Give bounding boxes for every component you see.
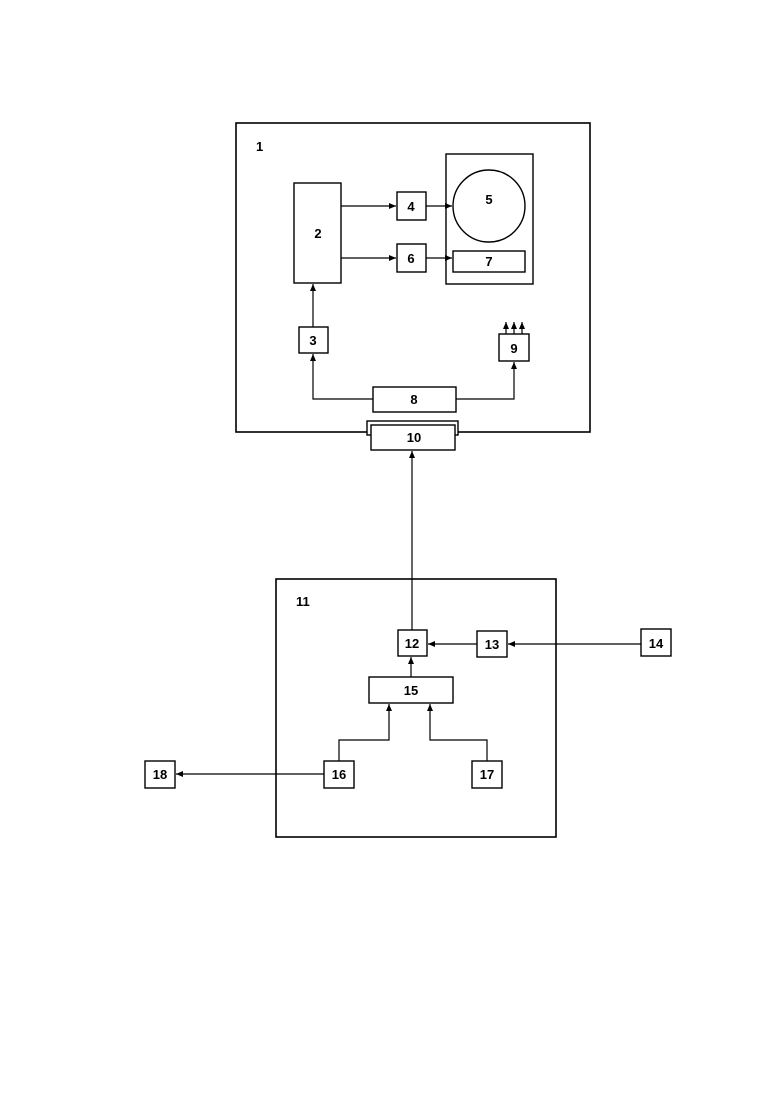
block-3-label: 3: [309, 333, 316, 348]
wire-8-to-9: [456, 362, 514, 399]
block-2-label: 2: [314, 226, 321, 241]
unit-1-label: 1: [256, 139, 263, 154]
unit-11-label: 11: [296, 594, 310, 609]
unit-1-frame: [236, 123, 590, 432]
wire-17-to-15: [430, 704, 487, 761]
block-14-label: 14: [649, 636, 664, 651]
block-9-label: 9: [510, 341, 517, 356]
block-12-label: 12: [405, 636, 419, 651]
block-6-label: 6: [407, 251, 414, 266]
block-16-label: 16: [332, 767, 346, 782]
block-5-label: 5: [485, 192, 492, 207]
block-10-label: 10: [407, 430, 421, 445]
block-18-label: 18: [153, 767, 167, 782]
wire-16-to-15: [339, 704, 389, 761]
block-7-label: 7: [485, 254, 492, 269]
block-13-label: 13: [485, 637, 499, 652]
block-15-label: 15: [404, 683, 418, 698]
wire-8-to-3: [313, 354, 373, 399]
block-17-label: 17: [480, 767, 494, 782]
unit-11-frame: [276, 579, 556, 837]
block-4-label: 4: [407, 199, 415, 214]
block-8-label: 8: [410, 392, 417, 407]
